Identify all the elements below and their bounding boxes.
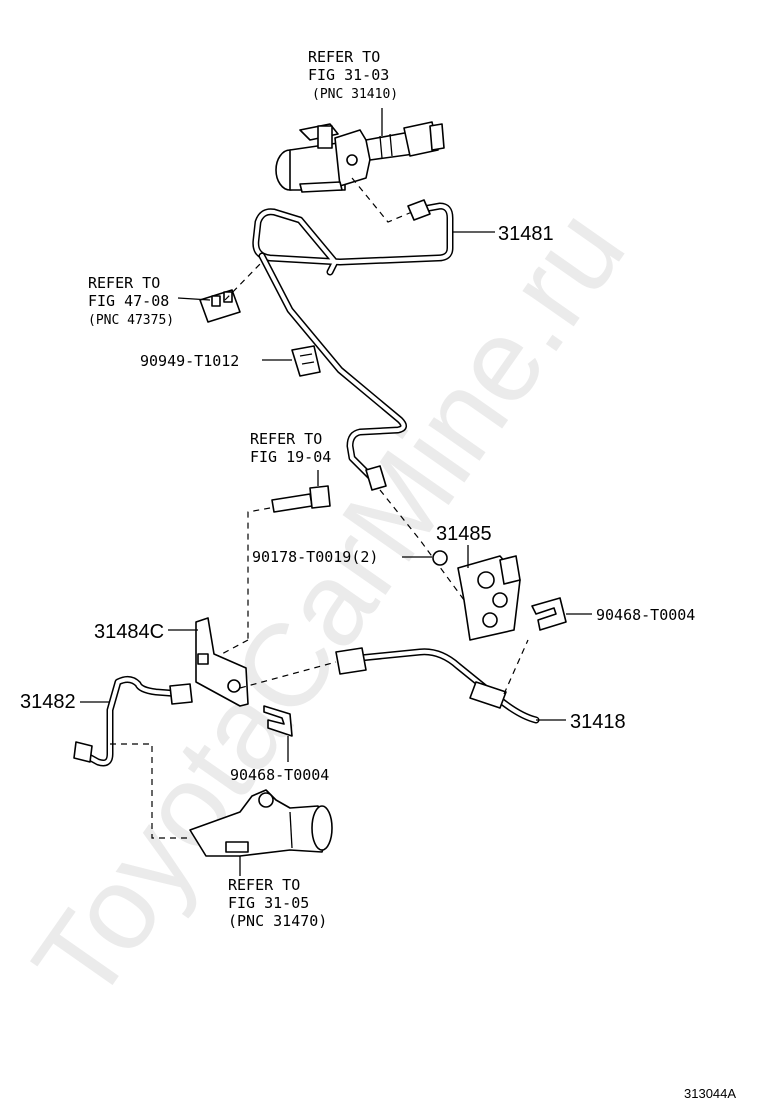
- ref3-line1: REFER TO: [250, 430, 322, 448]
- bolt-drawing: [271, 485, 331, 513]
- ref-note-fig-31-03: REFER TO FIG 31-03 (PNC 31410): [308, 48, 398, 102]
- bracket-31484c-drawing: [195, 617, 249, 707]
- release-cylinder-drawing: [189, 789, 333, 857]
- clip-90468-right-drawing: [531, 597, 567, 631]
- ref2-line3: (PNC 47375): [88, 313, 174, 328]
- part-number-90949[interactable]: 90949-T1012: [140, 352, 239, 370]
- part-number-90178[interactable]: 90178-T0019(2): [252, 548, 378, 566]
- pipe-31482-drawing: [73, 675, 193, 767]
- ref4-line3: (PNC 31470): [228, 912, 327, 930]
- ref1-line1: REFER TO: [308, 48, 380, 66]
- master-cylinder-drawing: [275, 121, 445, 193]
- part-number-90468-bottom[interactable]: 90468-T0004: [230, 766, 329, 784]
- clip-90468-bottom-drawing: [263, 705, 293, 737]
- leader-ref2: [177, 297, 211, 301]
- part-number-31482[interactable]: 31482: [20, 691, 76, 713]
- ref4-line1: REFER TO: [228, 876, 300, 894]
- part-number-90468-right[interactable]: 90468-T0004: [596, 606, 695, 624]
- part-number-31485[interactable]: 31485: [436, 523, 492, 545]
- ref2-line2: FIG 47-08: [88, 292, 169, 310]
- pipe-31481-drawing: [252, 199, 454, 491]
- washer-90178-drawing: [432, 550, 448, 566]
- ref-note-fig-19-04: REFER TO FIG 19-04: [250, 430, 331, 466]
- part-number-31481[interactable]: 31481: [498, 223, 554, 245]
- ref-note-fig-31-05: REFER TO FIG 31-05 (PNC 31470): [228, 876, 327, 930]
- clip-90949-drawing: [291, 345, 321, 377]
- ref3-line2: FIG 19-04: [250, 448, 331, 466]
- part-number-31484c[interactable]: 31484C: [94, 621, 164, 643]
- ref1-line3: (PNC 31410): [312, 87, 398, 102]
- clamp-drawing: [199, 289, 241, 323]
- diagram-code: 313044A: [684, 1086, 736, 1101]
- bracket-31485-drawing: [457, 555, 521, 641]
- ref1-line2: FIG 31-03: [308, 66, 389, 84]
- ref-note-fig-47-08: REFER TO FIG 47-08 (PNC 47375): [88, 274, 174, 328]
- hose-31418-drawing: [335, 647, 540, 724]
- part-number-31418[interactable]: 31418: [570, 711, 626, 733]
- ref4-line2: FIG 31-05: [228, 894, 309, 912]
- ref2-line1: REFER TO: [88, 274, 160, 292]
